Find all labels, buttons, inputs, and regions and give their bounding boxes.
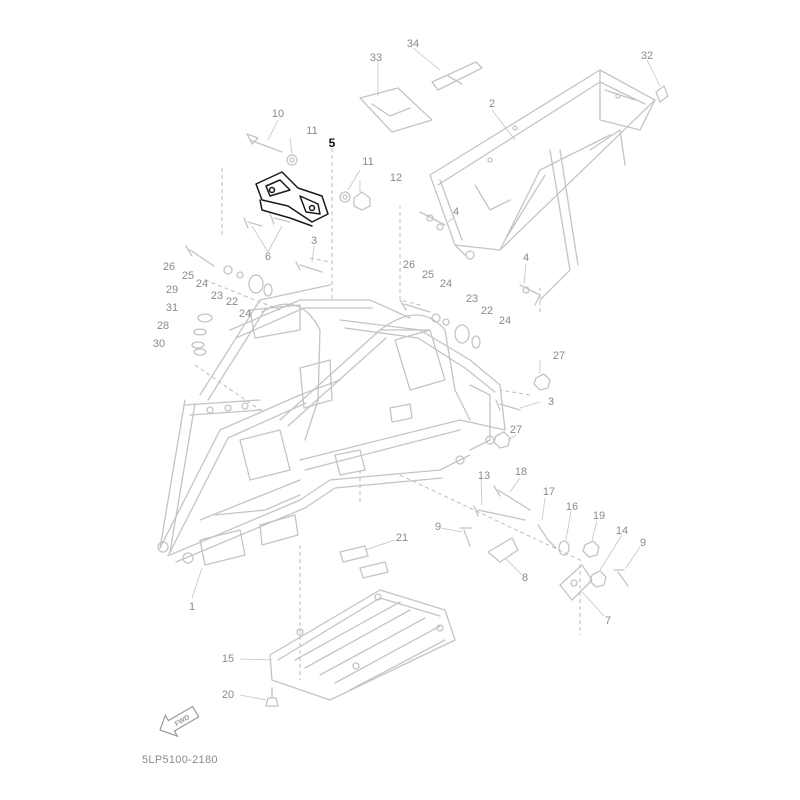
part-label-31: 31	[165, 302, 179, 314]
part-label-23: 23	[210, 290, 224, 302]
part-label-8: 8	[521, 572, 529, 584]
part-label-29: 29	[165, 284, 179, 296]
part-label-32: 32	[640, 50, 654, 62]
part-label-9: 9	[434, 521, 442, 533]
part-label-22: 22	[480, 305, 494, 317]
rear-subframe-part	[419, 69, 656, 306]
reference-code: 5LP5100-2180	[142, 754, 218, 766]
part-label-13: 13	[477, 470, 491, 482]
part-label-30: 30	[152, 338, 166, 350]
part-label-26: 26	[402, 259, 416, 271]
part-label-3: 3	[310, 235, 318, 247]
fwd-arrow-icon: FWD	[159, 705, 200, 738]
part-label-20: 20	[221, 689, 235, 701]
part-label-6: 6	[264, 251, 272, 263]
part-label-5: 5	[328, 136, 336, 150]
part-label-17: 17	[542, 486, 556, 498]
part-label-18: 18	[514, 466, 528, 478]
part-label-34: 34	[406, 38, 420, 50]
part-label-23: 23	[465, 293, 479, 305]
part-label-3: 3	[547, 396, 555, 408]
assembly-guide-lines	[194, 148, 581, 680]
part-label-25: 25	[181, 270, 195, 282]
part-label-11: 11	[362, 156, 374, 168]
part-label-24: 24	[498, 315, 512, 327]
part-label-9: 9	[639, 537, 647, 549]
part-label-28: 28	[156, 320, 170, 332]
part-label-16: 16	[565, 501, 579, 513]
part-label-4: 4	[452, 206, 460, 218]
part-label-24: 24	[195, 278, 209, 290]
part-label-11: 11	[306, 125, 318, 137]
part-label-4: 4	[522, 252, 530, 264]
part-label-33: 33	[369, 52, 383, 64]
part-label-15: 15	[221, 653, 235, 665]
main-frame-part	[157, 284, 506, 566]
part-label-19: 19	[592, 510, 606, 522]
part-label-22: 22	[225, 296, 239, 308]
part-label-14: 14	[615, 525, 629, 537]
part-label-12: 12	[389, 172, 403, 184]
part-label-25: 25	[421, 269, 435, 281]
engine-bracket-highlighted	[255, 171, 329, 227]
part-label-27: 27	[509, 424, 523, 436]
part-label-24: 24	[439, 278, 453, 290]
callout-leaders	[191, 47, 661, 701]
part-label-10: 10	[271, 108, 285, 120]
part-label-1: 1	[188, 601, 196, 613]
part-label-7: 7	[604, 615, 612, 627]
part-label-26: 26	[162, 261, 176, 273]
part-label-2: 2	[488, 98, 496, 110]
part-label-21: 21	[395, 532, 409, 544]
hardware-parts	[185, 61, 669, 707]
part-label-27: 27	[552, 350, 566, 362]
part-label-24: 24	[238, 308, 252, 320]
skid-plate-part	[269, 589, 456, 701]
